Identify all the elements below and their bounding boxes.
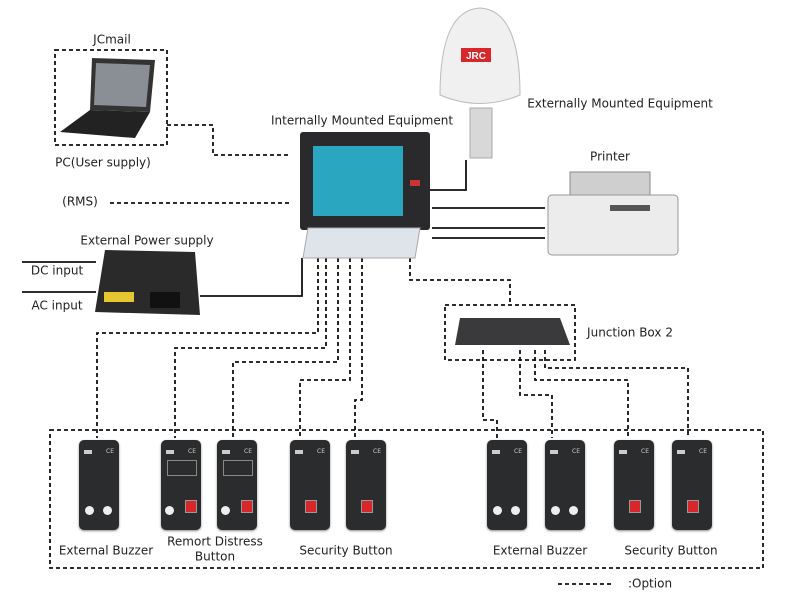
- distress-button-device: CE: [217, 440, 257, 530]
- security-button-device: CE: [614, 440, 654, 530]
- distress-label-line1: Remort Distress: [167, 534, 263, 549]
- external-equipment-label: Externally Mounted Equipment: [527, 96, 713, 111]
- option-devices-box: [49, 429, 764, 569]
- security2-link: [354, 258, 363, 438]
- jb-buzzer2-link: [519, 350, 553, 438]
- jcmail-label: JCmail: [93, 32, 131, 47]
- external-buzzer-label: External Buzzer: [58, 543, 154, 558]
- distress-button-device: CE: [161, 440, 201, 530]
- security-button-device: CE: [290, 440, 330, 530]
- external-buzzer-device: CE: [545, 440, 585, 530]
- pc-label: PC(User supply): [55, 155, 151, 170]
- distress1-link: [174, 258, 327, 438]
- distress-label-line2: Button: [194, 549, 236, 564]
- external-buzzer-device: CE: [487, 440, 527, 530]
- laptop-icon: [60, 58, 155, 138]
- buzzer1-link: [96, 258, 319, 438]
- security-button-device: CE: [346, 440, 386, 530]
- ac-input-label: AC input: [31, 298, 83, 313]
- security-button-label-2: Security Button: [624, 543, 718, 558]
- security-button-label: Security Button: [299, 543, 393, 558]
- pc-option-box: [54, 49, 168, 146]
- legend-label: :Option: [627, 576, 673, 591]
- rms-label: (RMS): [62, 194, 98, 209]
- dc-input-label: DC input: [30, 263, 84, 278]
- antenna-link: [430, 160, 467, 191]
- security-button-device: CE: [672, 440, 712, 530]
- power-supply-label: External Power supply: [80, 233, 214, 248]
- terminal-icon: [300, 132, 430, 259]
- junction-box-icon: [455, 318, 570, 345]
- jb-security2-link: [544, 350, 689, 438]
- printer-label: Printer: [590, 149, 630, 164]
- junction-box-label: Junction Box 2: [587, 325, 673, 340]
- junction-option-box: [444, 304, 576, 361]
- jb-buzzer-link: [482, 350, 498, 438]
- printer-icon: [547, 171, 679, 256]
- security1-link: [299, 258, 351, 438]
- pc-link: [167, 124, 290, 156]
- antenna-icon: JRC: [439, 7, 521, 159]
- external-buzzer-device: CE: [79, 440, 119, 530]
- power-supply-icon: [95, 250, 200, 315]
- distress2-link: [232, 258, 339, 438]
- jb-security1-link: [534, 350, 629, 438]
- external-buzzer-label-2: External Buzzer: [492, 543, 588, 558]
- junction-link: [409, 258, 511, 305]
- svg-text:JRC: JRC: [466, 51, 486, 62]
- power-link: [200, 258, 303, 297]
- internal-equipment-label: Internally Mounted Equipment: [270, 113, 454, 128]
